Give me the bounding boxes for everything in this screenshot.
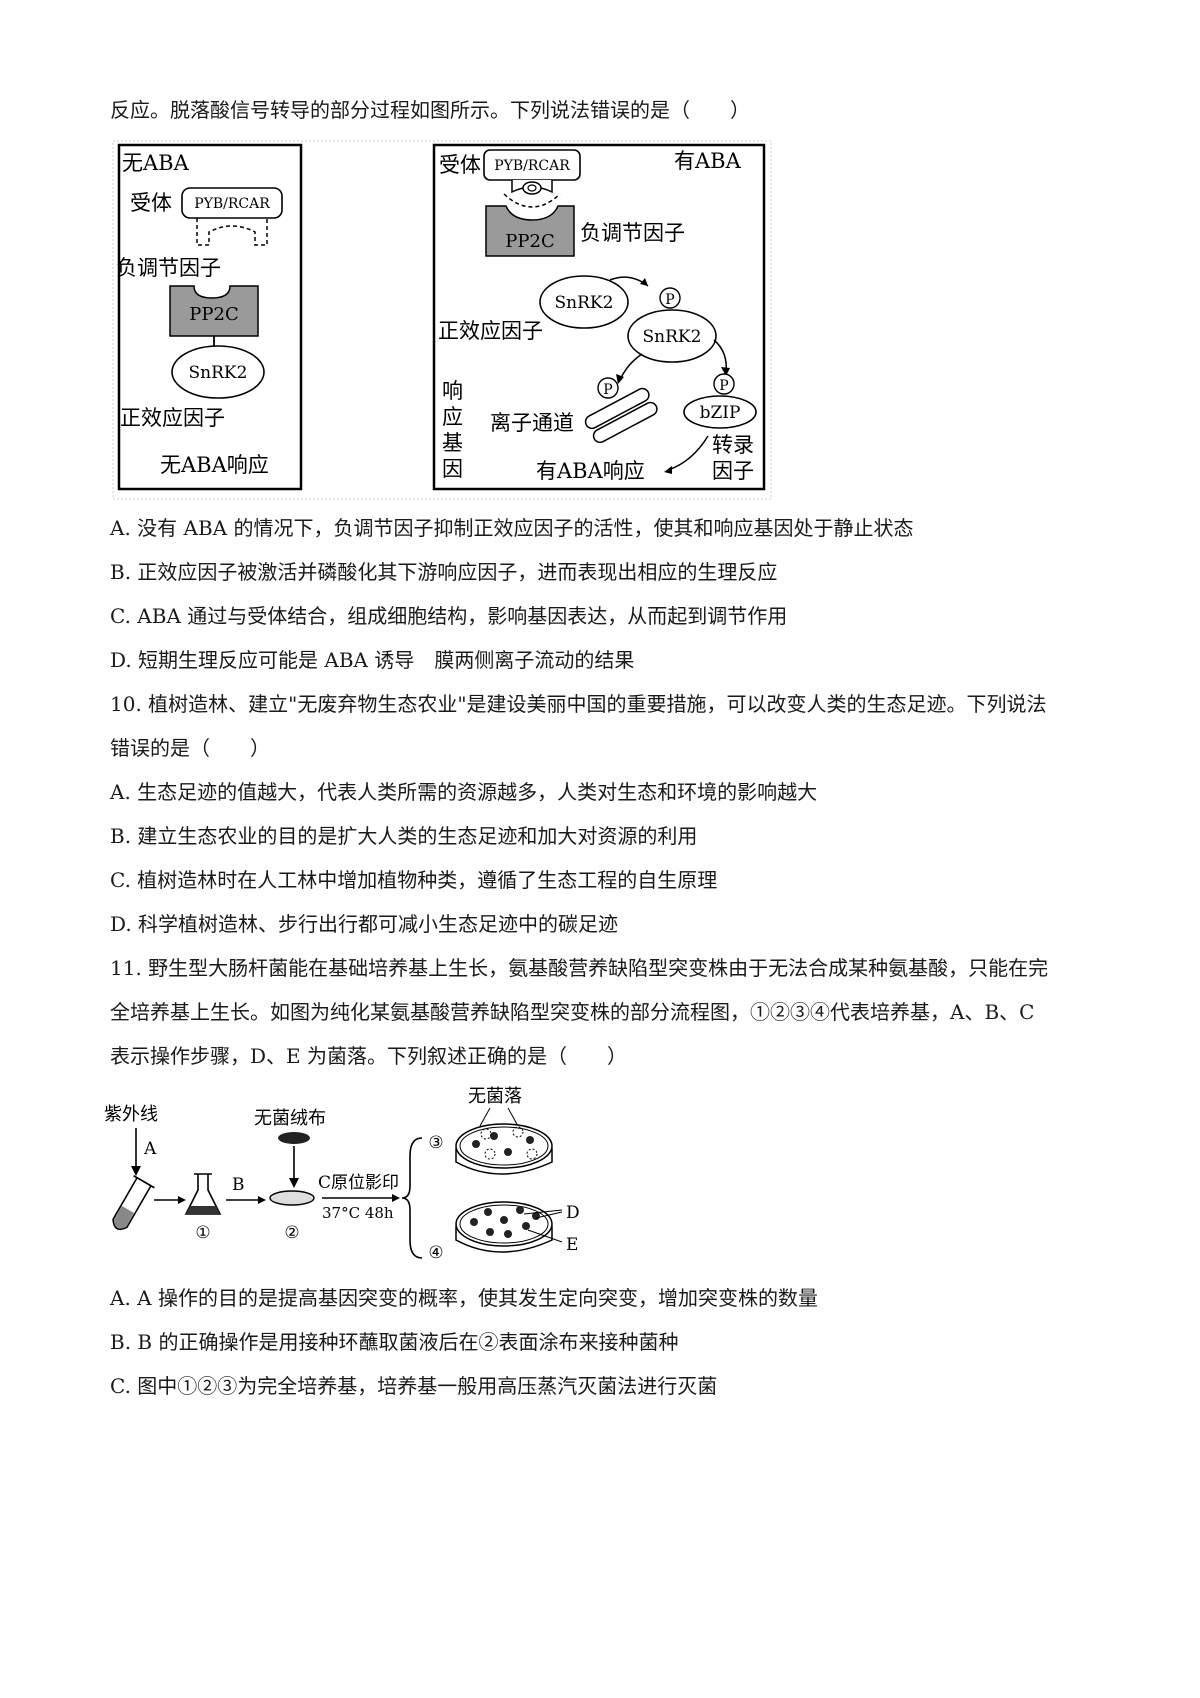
- left-pp2c-shape: [169, 285, 259, 337]
- left-neg-factor-label: 负调节因子: [116, 256, 221, 280]
- arrow-to-response: [667, 435, 709, 471]
- left-snrk2-shape: [171, 345, 265, 399]
- test-tube-icon: [112, 1175, 155, 1231]
- phospho-2-label: P: [603, 382, 612, 398]
- tf-label-line1: 转录: [712, 433, 754, 457]
- q11-stem-line3: 表示操作步骤，D、E 为菌落。下列叙述正确的是（ ）: [110, 1044, 627, 1068]
- ion-channel-shape: [584, 387, 658, 444]
- q9-option-b: B. 正效应因子被激活并磷酸化其下游响应因子，进而表现出相应的生理反应: [110, 560, 778, 584]
- left-panel-title: 无ABA: [122, 151, 190, 175]
- uv-label: 紫外线: [104, 1104, 158, 1125]
- medium-4-label: ④: [428, 1243, 443, 1263]
- q11-option-b: B. B 的正确操作是用接种环蘸取菌液后在②表面涂布来接种菌种: [110, 1330, 679, 1354]
- q9-option-c: C. ABA 通过与受体结合，组成细胞结构，影响基因表达，从而起到调节作用: [110, 604, 788, 628]
- response-gene-char-2: 应: [442, 405, 463, 429]
- replica-label: C原位影印: [318, 1173, 399, 1193]
- velvet-icon: [278, 1132, 310, 1144]
- uv-arrowhead: [131, 1166, 141, 1176]
- ion-channel-label: 离子通道: [490, 411, 574, 435]
- right-pos-factor-label: 正效应因子: [438, 319, 543, 343]
- q11-stem-line1: 11. 野生型大肠杆菌能在基础培养基上生长，氨基酸营养缺陷型突变株由于无法合成某…: [110, 956, 1049, 980]
- phospho-1-icon: [659, 287, 681, 309]
- response-gene-char-4: 因: [442, 457, 463, 481]
- right-pp2c-label: PP2C: [505, 231, 554, 252]
- q11-option-a: A. A 操作的目的是提高基因突变的概率，使其发生定向突变，增加突变株的数量: [110, 1286, 818, 1310]
- arrow-to-ion-channel-head: [616, 374, 624, 384]
- figure-frame: [112, 140, 772, 500]
- medium-1-label: ①: [195, 1223, 210, 1243]
- arrow-to-bzip: [713, 339, 727, 373]
- q10-option-a: A. 生态足迹的值越大，代表人类所需的资源越多，人类对生态和环境的影响越大: [110, 780, 818, 804]
- plate-3-icon: [455, 1123, 553, 1175]
- q11-option-c: C. 图中①②③为完全培养基，培养基一般用高压蒸汽灭菌法进行灭菌: [110, 1374, 718, 1398]
- step-a-label: A: [143, 1139, 157, 1159]
- q10-stem-line1: 10. 植树造林、建立"无废弃物生态农业"是建设美丽中国的重要措施，可以改变人类…: [110, 692, 1047, 716]
- no-colony-pointer-1: [479, 1107, 491, 1127]
- response-gene-char-1: 响: [442, 379, 463, 403]
- split-brace: [401, 1137, 423, 1259]
- colony-e-pointer: [527, 1229, 563, 1243]
- q9-intro: 反应。脱落酸信号转导的部分过程如图所示。下列说法错误的是（ ）: [110, 98, 750, 122]
- right-receptor-label: 受体: [439, 153, 481, 177]
- medium-2-label: ②: [284, 1223, 299, 1243]
- right-panel-title: 有ABA: [674, 149, 742, 173]
- response-gene-char-3: 基: [442, 431, 463, 455]
- velvet-arrowhead: [289, 1178, 299, 1188]
- right-receptor-name: PYB/RCAR: [494, 158, 570, 174]
- left-bottom-label: 无ABA响应: [160, 453, 269, 477]
- right-snrk2-b-shape: [627, 309, 717, 363]
- phospho-1-label: P: [665, 292, 674, 308]
- colony-d-pointer-2: [535, 1211, 563, 1219]
- activation-arrowhead: [640, 278, 648, 286]
- plate-4-icon: [455, 1201, 553, 1253]
- no-colony-pointer-2: [507, 1107, 519, 1127]
- colony-d-label: D: [566, 1203, 580, 1223]
- arrow-tube-to-flask-head: [178, 1196, 186, 1204]
- left-receptor-name: PYB/RCAR: [194, 196, 270, 212]
- right-snrk2-a-label: SnRK2: [555, 293, 614, 313]
- phospho-3-icon: [713, 373, 735, 395]
- no-colony-label: 无菌落: [468, 1086, 522, 1107]
- medium-3-label: ③: [428, 1133, 443, 1153]
- right-pp2c-shape: [485, 205, 575, 257]
- aba-signaling-diagram: 无ABA 受体 PYB/RCAR 负调节因子 PP2C SnRK2 正效应因子 …: [112, 140, 772, 500]
- colony-d-pointer-1: [523, 1209, 563, 1215]
- q10-option-c: C. 植树造林时在人工林中增加植物种类，遵循了生态工程的自生原理: [110, 868, 718, 892]
- sterile-velvet-label: 无菌绒布: [254, 1108, 326, 1129]
- flask-icon: [184, 1173, 222, 1215]
- right-neg-factor-label: 负调节因子: [580, 221, 685, 245]
- right-bottom-label: 有ABA响应: [536, 459, 645, 483]
- arrow-to-ion-channel: [619, 353, 643, 381]
- left-pp2c-label: PP2C: [189, 304, 238, 325]
- right-panel-border: [432, 143, 766, 491]
- tf-label-line2: 因子: [712, 459, 754, 483]
- plate-2-icon: [269, 1190, 315, 1206]
- condition-label: 37°C 48h: [322, 1204, 394, 1222]
- right-receptor-shape: [483, 149, 581, 208]
- replica-arrowhead: [392, 1194, 400, 1202]
- q10-stem-line2: 错误的是（ ）: [110, 736, 270, 760]
- right-snrk2-a-shape: [539, 275, 629, 329]
- q11-stem-line2: 全培养基上生长。如图为纯化某氨基酸营养缺陷型突变株的部分流程图，①②③④代表培养…: [110, 1000, 1035, 1024]
- left-receptor-label: 受体: [130, 191, 172, 215]
- q10-option-d: D. 科学植树造林、步行出行都可减小生态足迹中的碳足迹: [110, 912, 619, 936]
- q10-option-b: B. 建立生态农业的目的是扩大人类的生态足迹和加大对资源的利用: [110, 824, 698, 848]
- bzip-shape: [683, 395, 757, 429]
- right-snrk2-b-label: SnRK2: [643, 327, 702, 347]
- phospho-3-label: P: [719, 378, 728, 394]
- left-panel-border: [117, 143, 303, 491]
- arrow-flask-to-plate-head: [258, 1196, 266, 1204]
- bzip-label: bZIP: [700, 403, 741, 423]
- step-b-label: B: [232, 1175, 245, 1195]
- left-pos-factor-label: 正效应因子: [120, 406, 225, 430]
- left-receptor-shape: [181, 187, 283, 246]
- q9-option-a: A. 没有 ABA 的情况下，负调节因子抑制正效应因子的活性，使其和响应基因处于…: [110, 516, 914, 540]
- mutant-screening-diagram: 紫外线 A ① B 无菌绒布 ② C原位影印 37°C 48h ③ 无菌落: [104, 1086, 580, 1263]
- arrow-to-bzip-head: [721, 367, 730, 376]
- q9-option-d: D. 短期生理反应可能是 ABA 诱导 膜两侧离子流动的结果: [110, 648, 635, 672]
- colony-e-label: E: [566, 1235, 578, 1255]
- left-snrk2-label: SnRK2: [189, 363, 248, 383]
- phospho-2-icon: [597, 377, 619, 399]
- arrow-to-response-head: [664, 466, 672, 474]
